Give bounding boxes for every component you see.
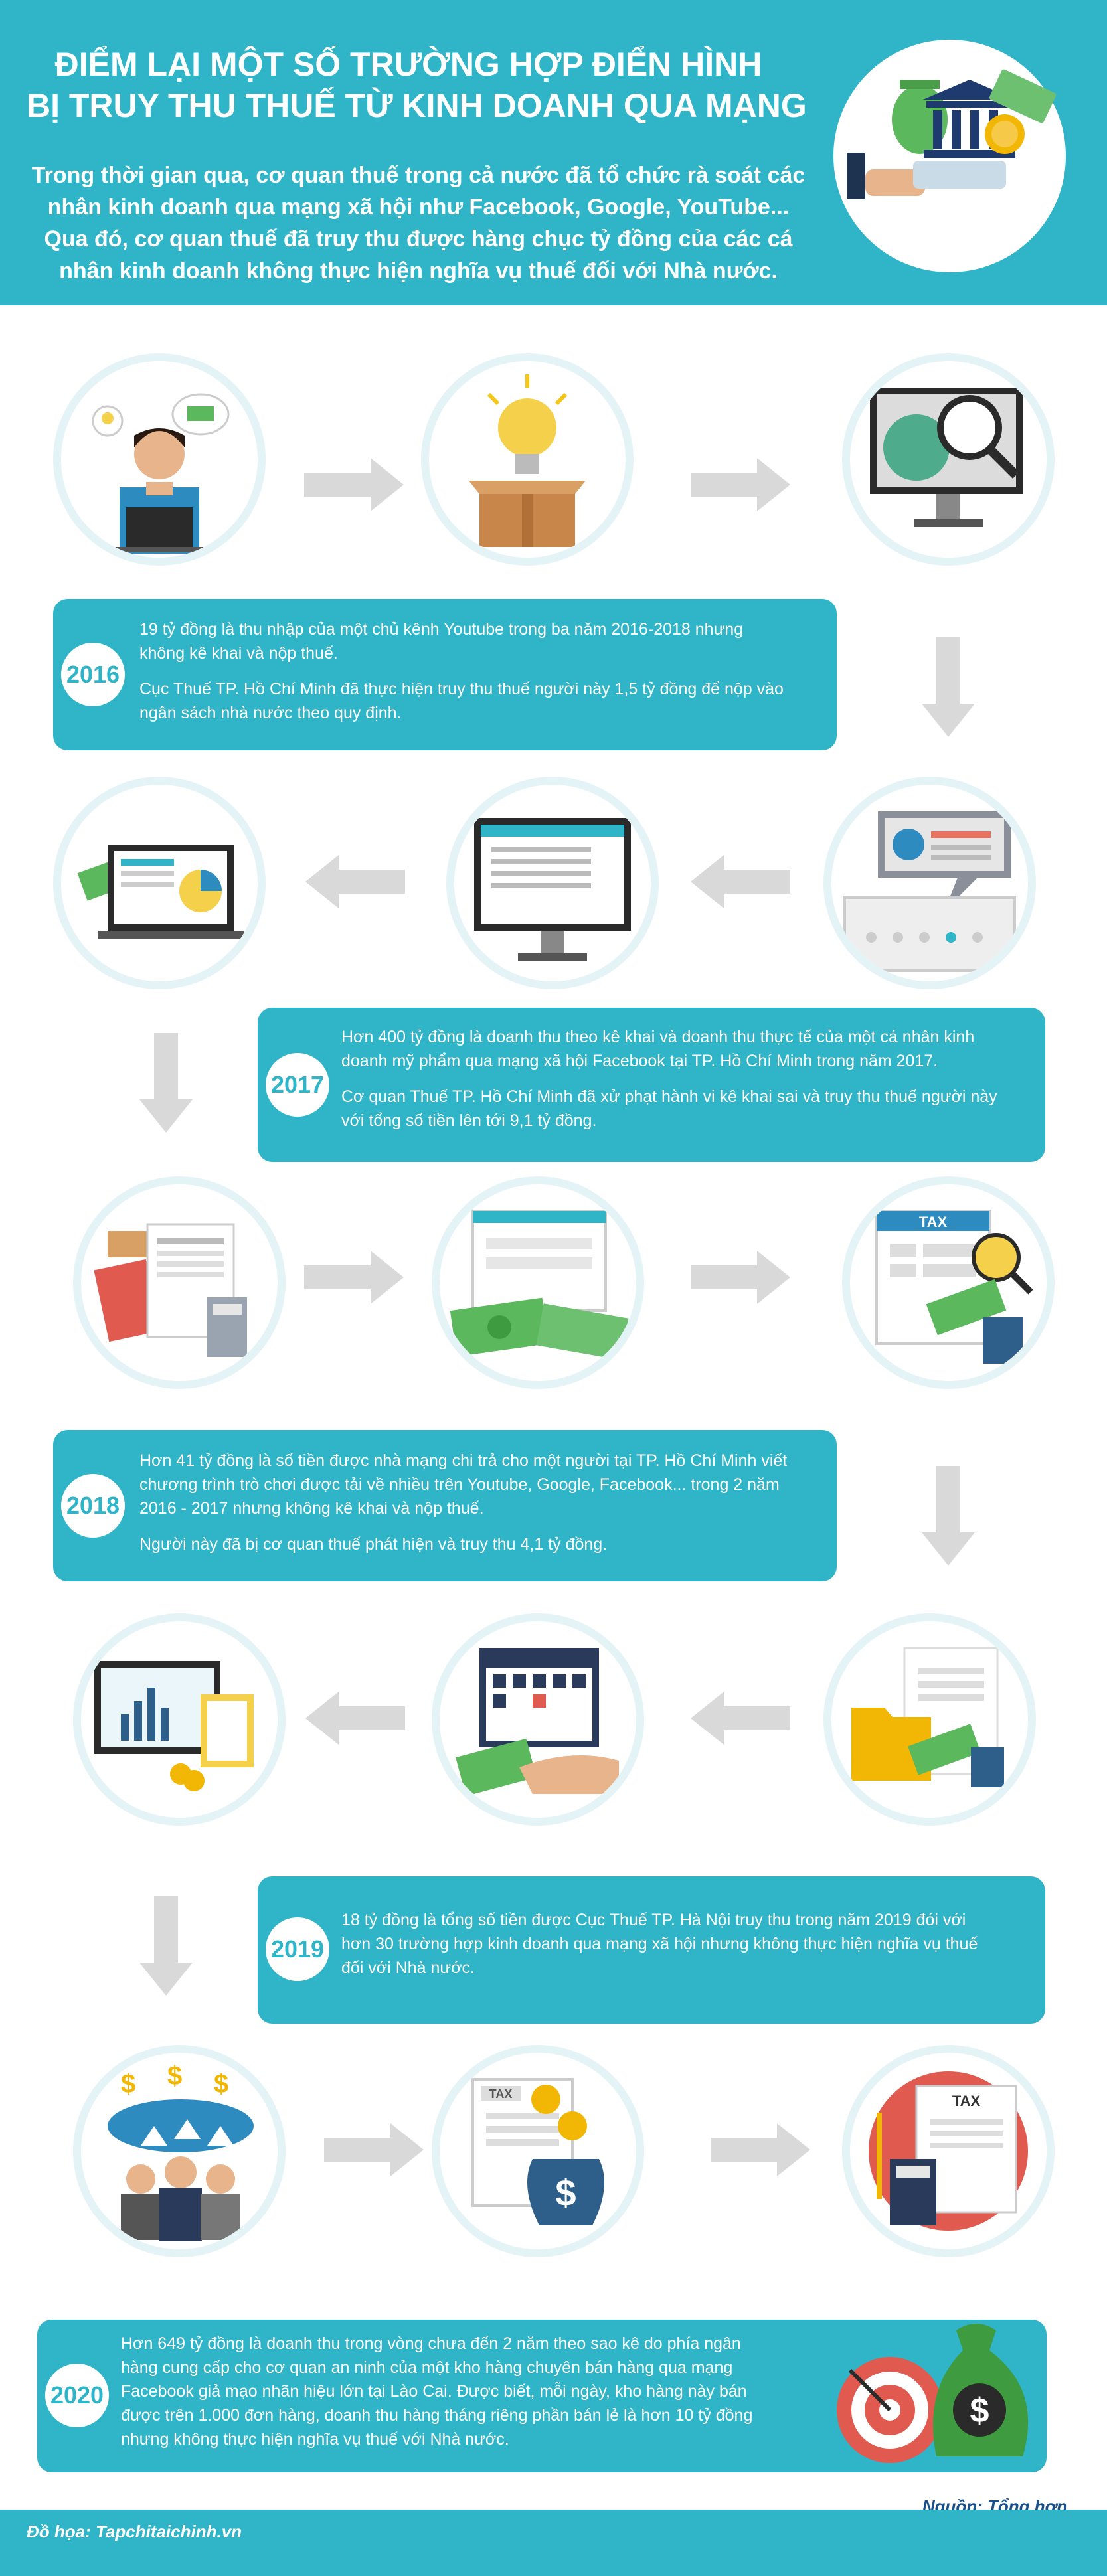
year-badge: 2020 — [45, 2364, 109, 2427]
case-paragraph: Hơn 400 tỷ đồng là doanh thu theo kê kha… — [341, 1028, 975, 1070]
arrow-right-icon — [691, 1251, 790, 1304]
svg-text:$: $ — [167, 2061, 182, 2091]
page-title: ĐIỂM LẠI MỘT SỐ TRƯỜNG HỢP ĐIỂN HÌNH BỊ … — [27, 44, 807, 126]
intro-line: Trong thời gian qua, cơ quan thuế trong … — [31, 163, 806, 188]
intro-line: Qua đó, cơ quan thuế đã truy thu được hà… — [44, 226, 793, 252]
calendar-hand-money-icon — [432, 1613, 644, 1826]
intro-line: nhân kinh doanh qua mạng xã hội như Face… — [47, 195, 790, 220]
svg-text:$: $ — [214, 2069, 228, 2099]
tax-label: TAX — [919, 1214, 948, 1230]
tax-label: TAX — [952, 2093, 981, 2109]
arrow-right-icon — [304, 1251, 404, 1304]
tax-bag-icon: TAX $ — [432, 2045, 644, 2257]
intro-text: Trong thời gian qua, cơ quan thuế trong … — [27, 159, 810, 287]
arrow-left-icon — [691, 1692, 790, 1745]
arrow-down-icon — [139, 1896, 193, 1996]
monitor-document-icon — [446, 777, 659, 989]
arrow-right-icon — [304, 458, 404, 511]
case-box-2017: 2017 Hơn 400 tỷ đồng là doanh thu theo k… — [258, 1008, 1045, 1162]
case-text: Hơn 41 tỷ đồng là số tiền được nhà mạng … — [139, 1449, 823, 1568]
case-paragraph: Hơn 649 tỷ đồng là doanh thu trong vòng … — [121, 2334, 753, 2449]
case-box-2016: 2016 19 tỷ đồng là thu nhập của một chủ … — [53, 599, 837, 750]
form-money-icon — [432, 1176, 644, 1389]
monitor-magnifier-icon — [842, 353, 1055, 566]
laptop-chart-icon — [53, 777, 266, 989]
tax-document-icon: TAX — [842, 1176, 1055, 1389]
tax-office-icon — [833, 40, 1066, 272]
svg-text:$: $ — [970, 2391, 989, 2430]
arrow-down-icon — [922, 1466, 975, 1566]
monitor-chart-clipboard-icon — [73, 1613, 286, 1826]
case-box-2018: 2018 Hơn 41 tỷ đồng là số tiền được nhà … — [53, 1430, 837, 1581]
title-line-1: ĐIỂM LẠI MỘT SỐ TRƯỜNG HỢP ĐIỂN HÌNH — [54, 46, 762, 83]
title-line-2: BỊ TRUY THU THUẾ TỪ KINH DOANH QUA MẠNG — [27, 87, 807, 124]
case-paragraph: Người này đã bị cơ quan thuế phát hiện v… — [139, 1535, 608, 1554]
case-box-2019: 2019 18 tỷ đồng là tổng số tiền được Cục… — [258, 1876, 1045, 2024]
tax-label: TAX — [489, 2087, 513, 2101]
case-paragraph: 18 tỷ đồng là tổng số tiền được Cục Thuế… — [341, 1911, 978, 1977]
calendar-calculator-icon — [73, 1176, 286, 1389]
graphic-credit: Đồ họa: Tapchitaichinh.vn — [27, 2522, 242, 2541]
arrow-right-icon — [324, 2123, 424, 2176]
svg-text:$: $ — [121, 2069, 135, 2099]
businessman-laptop-icon — [53, 353, 266, 566]
case-text: Hơn 400 tỷ đồng là doanh thu theo kê kha… — [341, 1025, 1032, 1145]
profile-keyboard-icon — [823, 777, 1036, 989]
header-banner: ĐIỂM LẠI MỘT SỐ TRƯỜNG HỢP ĐIỂN HÌNH BỊ … — [0, 0, 1107, 305]
arrow-left-icon — [691, 855, 790, 908]
idea-box-icon — [421, 353, 634, 566]
case-paragraph: Cơ quan Thuế TP. Hồ Chí Minh đã xử phạt … — [341, 1087, 997, 1130]
tax-calculator-icon: TAX — [842, 2045, 1055, 2257]
intro-line: nhân kinh doanh không thực hiện nghĩa vụ… — [59, 258, 778, 283]
folder-money-calculator-icon — [823, 1613, 1036, 1826]
arrow-down-icon — [139, 1033, 193, 1133]
case-paragraph: Cục Thuế TP. Hồ Chí Minh đã thực hiện tr… — [139, 680, 784, 722]
arrow-right-icon — [711, 2123, 810, 2176]
year-badge: 2017 — [266, 1053, 329, 1117]
case-text: Hơn 649 tỷ đồng là doanh thu trong vòng … — [121, 2332, 851, 2463]
svg-text:$: $ — [555, 2172, 576, 2214]
people-cloud-dollar-icon: $ $ $ — [73, 2045, 286, 2257]
case-paragraph: Hơn 41 tỷ đồng là số tiền được nhà mạng … — [139, 1451, 788, 1518]
case-paragraph: 19 tỷ đồng là thu nhập của một chủ kênh … — [139, 620, 744, 663]
arrow-left-icon — [305, 855, 405, 908]
arrow-left-icon — [305, 1692, 405, 1745]
target-money-bag-icon: $ — [837, 2324, 1029, 2463]
year-badge: 2019 — [266, 1917, 329, 1981]
case-text: 18 tỷ đồng là tổng số tiền được Cục Thuế… — [341, 1908, 1032, 1992]
year-badge: 2018 — [61, 1474, 125, 1538]
footer-bar — [0, 2510, 1107, 2576]
year-badge: 2016 — [61, 643, 125, 706]
arrow-right-icon — [691, 458, 790, 511]
case-text: 19 tỷ đồng là thu nhập của một chủ kênh … — [139, 617, 823, 737]
arrow-down-icon — [922, 637, 975, 737]
